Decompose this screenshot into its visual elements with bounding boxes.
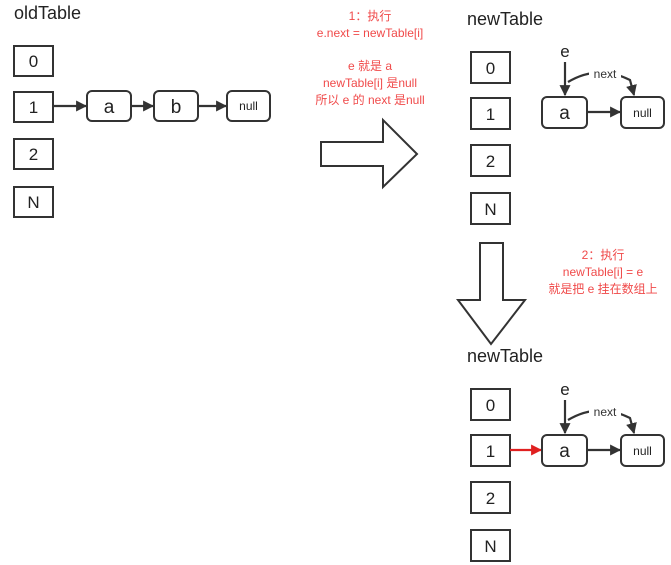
- step1-note-line-5: newTable[i] 是null: [323, 76, 417, 90]
- old-node-b-label: b: [171, 97, 182, 118]
- step2-table-title: newTable: [467, 346, 543, 366]
- step1-cell-1: [470, 97, 511, 130]
- step1-cell-1-label: 1: [486, 105, 495, 124]
- step1-note: 1：执行 e.next = newTable[i] e 就是 a newTabl…: [315, 9, 424, 107]
- step2-e-label: e: [560, 380, 569, 399]
- old-node-null-label: null: [239, 99, 258, 113]
- step2-cell-0-label: 0: [486, 396, 495, 415]
- old-cell-0: [13, 45, 54, 77]
- step1-next-label-bg: [589, 66, 621, 80]
- old-cell-2-label: 2: [29, 145, 38, 164]
- step2-cell-1: [470, 434, 511, 467]
- old-node-null: [226, 90, 271, 122]
- step1-cell-0: [470, 51, 511, 84]
- step1-table-title: newTable: [467, 9, 543, 29]
- step2-note-line-2: newTable[i] = e: [563, 265, 644, 279]
- step2-note-line-3: 就是把 e 挂在数组上: [548, 281, 657, 296]
- step1-node-null: [620, 96, 665, 129]
- step2-next-label-bg: [589, 404, 621, 418]
- step2-node-null: [620, 434, 665, 467]
- old-cell-0-label: 0: [29, 52, 38, 71]
- step1-cell-2-label: 2: [486, 152, 495, 171]
- step1-node-a-label: a: [559, 103, 570, 124]
- new-table-step1: newTable 0 1 2 N e next a null: [467, 9, 665, 225]
- step1-note-line-2: e.next = newTable[i]: [317, 26, 423, 40]
- old-cell-n-label: N: [27, 193, 39, 212]
- right-arrow-icon: [320, 117, 419, 190]
- old-cell-1: [13, 91, 54, 123]
- step2-node-null-label: null: [633, 444, 652, 458]
- step2-cell-1-label: 1: [486, 442, 495, 461]
- old-cell-n: [13, 186, 54, 218]
- step1-note-line-4: e 就是 a: [348, 59, 392, 73]
- step1-note-line-1: 1：执行: [349, 9, 392, 23]
- step2-cell-2: [470, 481, 511, 514]
- down-arrow-icon: [456, 242, 528, 346]
- new-table-step2: newTable 0 1 2 N e next a null: [467, 346, 665, 562]
- old-cell-2: [13, 138, 54, 170]
- step2-cell-2-label: 2: [486, 489, 495, 508]
- step1-cell-2: [470, 144, 511, 177]
- step1-node-null-label: null: [633, 106, 652, 120]
- step2-note: 2：执行 newTable[i] = e 就是把 e 挂在数组上: [548, 248, 657, 296]
- step2-next-label: next: [594, 405, 617, 419]
- step1-cell-n-label: N: [484, 200, 496, 219]
- step1-cell-0-label: 0: [486, 59, 495, 78]
- step2-cell-0: [470, 388, 511, 421]
- old-cell-1-label: 1: [29, 98, 38, 117]
- step2-cell-n-label: N: [484, 537, 496, 556]
- step1-note-line-6: 所以 e 的 next 是null: [315, 92, 424, 107]
- step1-e-label: e: [560, 42, 569, 61]
- step2-cell-n: [470, 529, 511, 562]
- step2-node-a-label: a: [559, 441, 570, 462]
- step1-next-label: next: [594, 67, 617, 81]
- old-table-title: oldTable: [14, 3, 81, 23]
- step2-note-line-1: 2：执行: [582, 248, 625, 262]
- old-table: oldTable 0 1 2 N a b null: [13, 3, 271, 218]
- old-node-a-label: a: [104, 97, 115, 118]
- step1-cell-n: [470, 192, 511, 225]
